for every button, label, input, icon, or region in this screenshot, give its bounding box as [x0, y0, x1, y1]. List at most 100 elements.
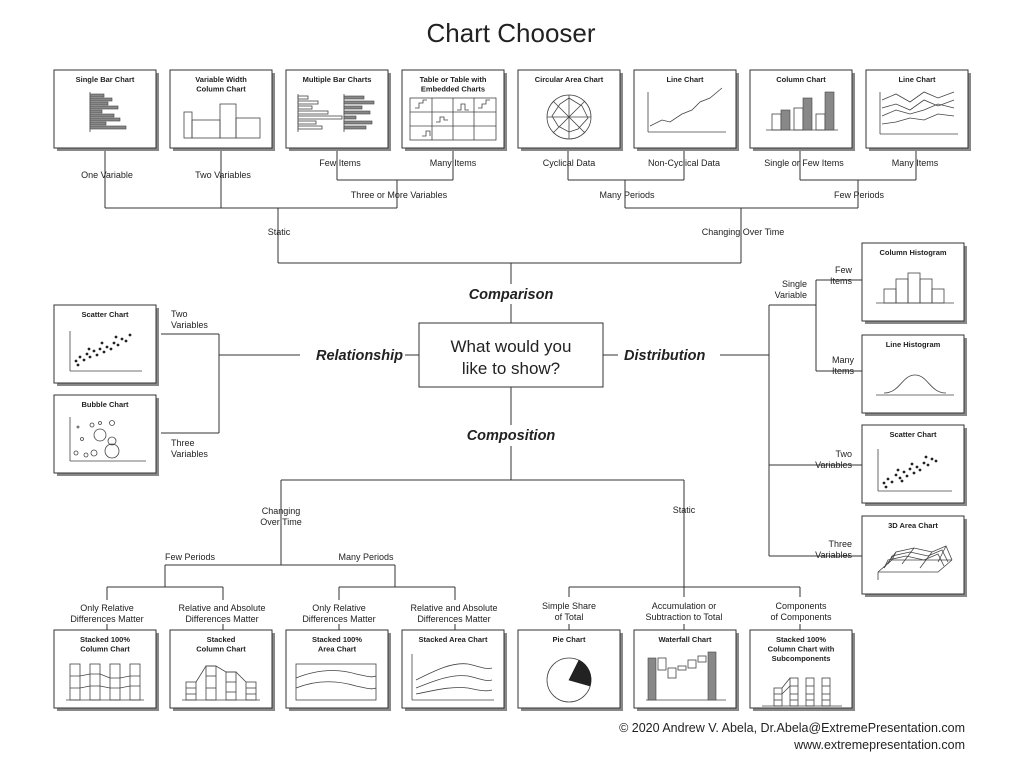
card-frame — [861, 515, 965, 595]
card-title-line: Stacked 100% — [776, 635, 826, 644]
label-line: Single — [782, 279, 807, 289]
label-line: Three — [828, 539, 852, 549]
stacked-100-subcomponents-icon — [762, 677, 842, 707]
card-title-line: Subcomponents — [772, 654, 831, 663]
card-scatter-chart-distribution: Scatter Chart — [861, 424, 967, 506]
connector-lines — [104, 148, 917, 630]
card-title-line: Stacked — [207, 635, 236, 644]
label-line: Two — [171, 309, 188, 319]
label-line: Non-Cyclical Data — [648, 158, 720, 168]
card-waterfall-chart: Waterfall Chart — [633, 629, 739, 711]
label-line: Simple Share — [542, 601, 596, 611]
card-title: Bubble Chart — [81, 400, 129, 409]
question-line-2: like to show? — [462, 359, 560, 378]
card-title-line: Table or Table with — [420, 75, 487, 84]
card-stacked-100-column-chart: Stacked 100%Column Chart — [53, 629, 159, 711]
label-line: Few Periods — [165, 552, 216, 562]
line-chart-icon-a — [647, 87, 726, 133]
card-title-line: Waterfall Chart — [658, 635, 712, 644]
card-title: Line Chart — [666, 75, 704, 84]
card-title-line: Circular Area Chart — [535, 75, 604, 84]
label-line: Differences Matter — [417, 614, 490, 624]
bubble-chart-icon — [69, 417, 146, 462]
label-line: Cyclical Data — [543, 158, 596, 168]
stacked-100-area-icon — [295, 663, 377, 701]
card-title-line: Column Chart — [196, 85, 246, 94]
label-line: Three or More Variables — [351, 190, 448, 200]
label-line: Differences Matter — [302, 614, 375, 624]
card-frame — [861, 242, 965, 322]
label-line: Many Periods — [599, 190, 655, 200]
footer-website: www.extremepresentation.com — [793, 738, 965, 752]
card-line-chart-b: Line Chart — [865, 69, 971, 151]
card-title-line: Column Chart — [80, 645, 130, 654]
card-pie-chart: Pie Chart — [517, 629, 623, 711]
label-line: of Components — [770, 612, 832, 622]
label-line: Single or Few Items — [764, 158, 844, 168]
label-comp-few-periods: Few Periods — [165, 552, 216, 562]
card-title: Pie Chart — [553, 635, 586, 644]
card-title-line: Line Histogram — [886, 340, 941, 349]
label-line: Variables — [815, 460, 852, 470]
label-many-items: Many Items — [430, 158, 477, 168]
scatter-chart-icon-a — [69, 331, 142, 372]
card-title: Column Chart — [776, 75, 826, 84]
card-stacked-area-chart: Stacked Area Chart — [401, 629, 507, 711]
page-title: Chart Chooser — [426, 18, 595, 48]
label-line: Variables — [171, 449, 208, 459]
label-many-periods: Many Periods — [599, 190, 655, 200]
label-changing-over-time: Changing Over Time — [702, 227, 785, 237]
card-title: Stacked 100%Area Chart — [312, 635, 362, 654]
card-title: Line Chart — [898, 75, 936, 84]
card-title-line: Embedded Charts — [421, 85, 485, 94]
label-line: Three — [171, 438, 195, 448]
card-frame — [401, 629, 505, 709]
card-title-line: Scatter Chart — [889, 430, 937, 439]
card-title-line: Stacked 100% — [80, 635, 130, 644]
label-line: Few Periods — [834, 190, 885, 200]
label-line: of Total — [555, 612, 584, 622]
stacked-100-column-icon — [66, 663, 144, 701]
card-title-line: Area Chart — [318, 645, 357, 654]
variable-width-column-icon — [183, 103, 261, 139]
card-title: Scatter Chart — [889, 430, 937, 439]
card-scatter-chart-relationship: Scatter Chart — [53, 304, 159, 386]
card-frame — [169, 69, 273, 149]
card-title: Single Bar Chart — [76, 75, 135, 84]
card-title-line: Bubble Chart — [81, 400, 129, 409]
card-title: Circular Area Chart — [535, 75, 604, 84]
card-column-histogram: Column Histogram — [861, 242, 967, 324]
label-comp-many-periods: Many Periods — [338, 552, 394, 562]
category-relationship: Relationship — [316, 348, 403, 364]
card-circular-area-chart: Circular Area Chart — [517, 69, 623, 151]
card-title: Stacked 100%Column Chart — [80, 635, 130, 654]
card-title: Stacked Area Chart — [419, 635, 488, 644]
label-line: Many Items — [892, 158, 939, 168]
card-frame — [865, 69, 969, 149]
label-line: Only Relative — [80, 603, 134, 613]
category-comparison: Comparison — [469, 287, 554, 303]
single-bar-chart-icon — [89, 92, 127, 132]
card-title-line: Stacked 100% — [312, 635, 362, 644]
card-title: Line Histogram — [886, 340, 941, 349]
card-title-line: Variable Width — [195, 75, 247, 84]
label-cyclical-data: Cyclical Data — [543, 158, 596, 168]
waterfall-chart-icon — [646, 651, 726, 701]
card-frame — [633, 69, 737, 149]
card-frame — [861, 334, 965, 414]
label-line: Changing — [262, 506, 301, 516]
